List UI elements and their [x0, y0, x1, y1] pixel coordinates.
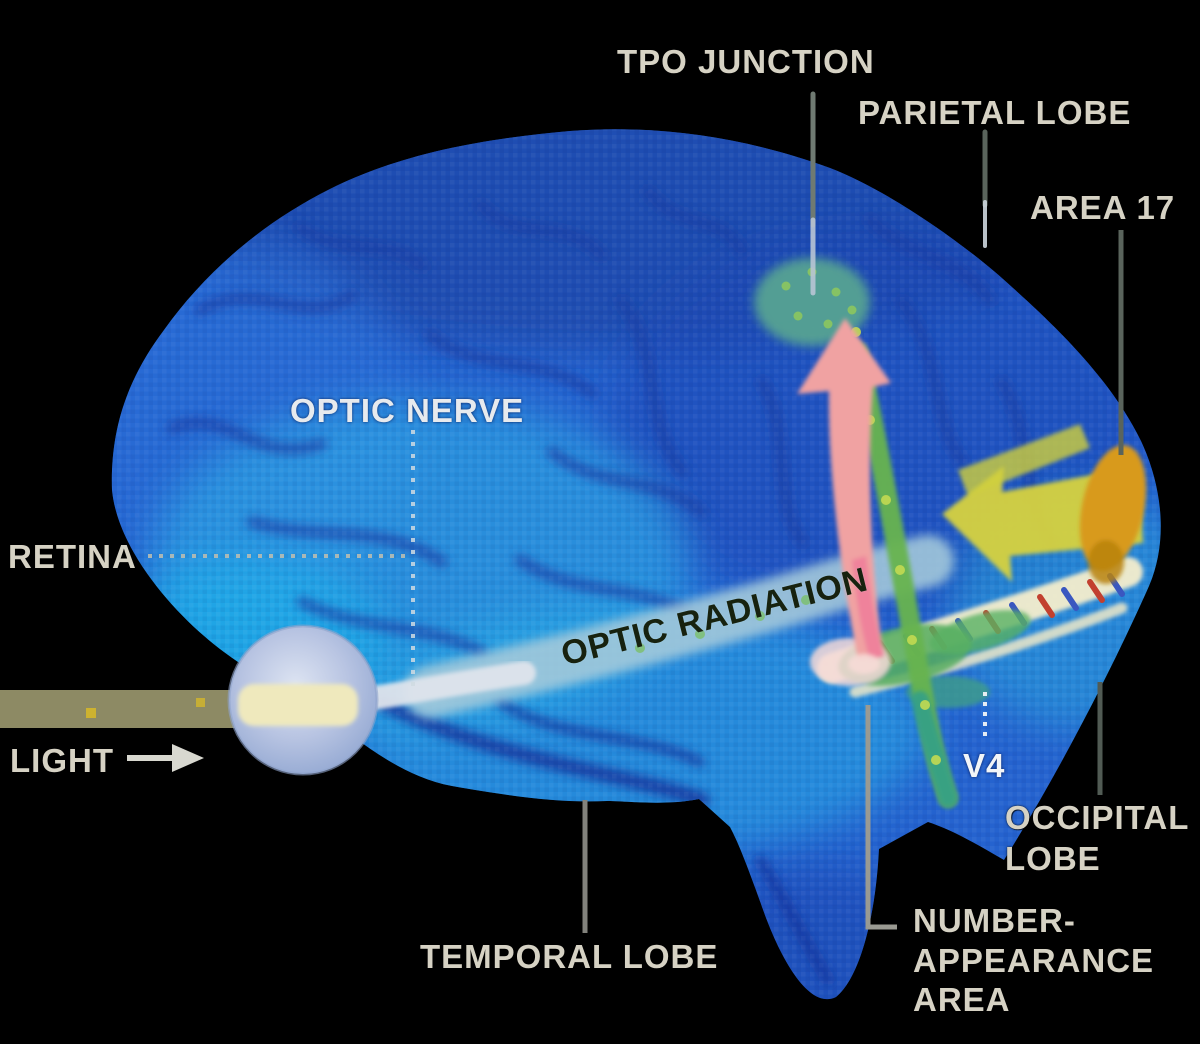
- label-retina: RETINA: [8, 538, 137, 575]
- eye-globe: [227, 624, 379, 776]
- leader-lines: [148, 91, 1124, 933]
- label-occipital-lobe: OCCIPITAL LOBE: [1005, 799, 1189, 878]
- area17-highlight: [1079, 445, 1147, 584]
- pink-pathway-arrow: [797, 318, 891, 674]
- label-light: LIGHT: [10, 742, 114, 779]
- label-tpo-junction: TPO JUNCTION: [617, 43, 875, 80]
- label-area-17: AREA 17: [1030, 189, 1176, 226]
- label-temporal-lobe: TEMPORAL LOBE: [420, 938, 719, 975]
- label-optic-nerve: OPTIC NERVE: [290, 392, 525, 429]
- label-v4: V4: [963, 747, 1006, 784]
- label-parietal-lobe: PARIETAL LOBE: [858, 94, 1132, 131]
- light-beam: [0, 690, 236, 728]
- leader-number-area: [865, 705, 897, 930]
- label-number-appearance-area: NUMBER-APPEARANCE AREA: [913, 902, 1155, 1019]
- light-arrow-icon: [127, 744, 204, 772]
